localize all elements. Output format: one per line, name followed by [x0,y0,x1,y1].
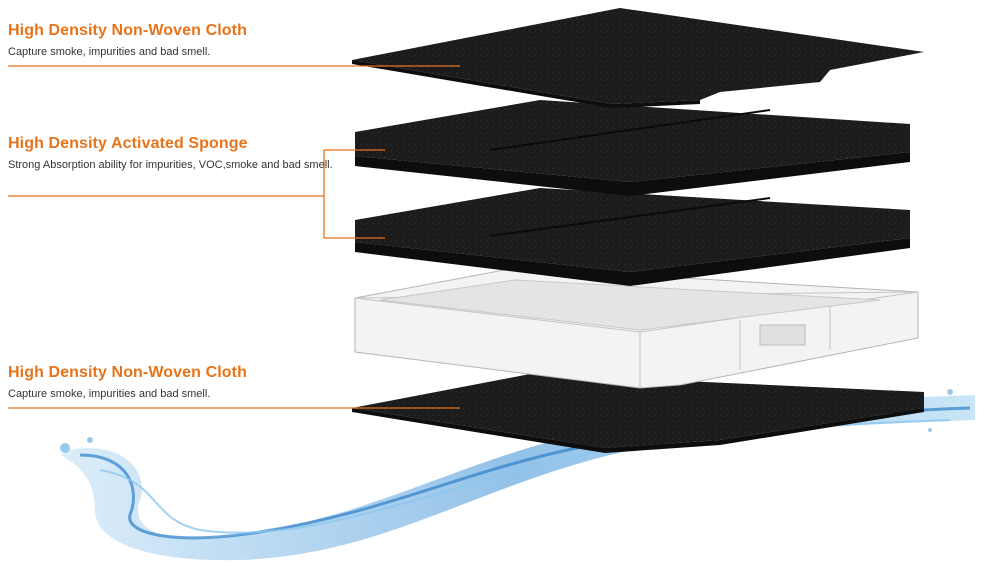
top-cloth-title: High Density Non-Woven Cloth [8,22,247,39]
sponge-description: Strong Absorption ability for impurities… [8,159,333,171]
top-cloth-layer [352,8,924,108]
bottom-cloth-description: Capture smoke, impurities and bad smell. [8,388,211,400]
top-cloth-description: Capture smoke, impurities and bad smell. [8,46,211,58]
leader-lines [8,65,460,409]
lower-sponge-layer [355,188,910,286]
plastic-frame [354,267,919,389]
upper-sponge-layer [355,100,910,196]
bottom-cloth-title: High Density Non-Woven Cloth [8,364,247,381]
sponge-title: High Density Activated Sponge [8,135,248,152]
leader-line-sponge [8,149,385,239]
label-sponge: High Density Activated Sponge Strong Abs… [8,134,338,173]
label-top-cloth: High Density Non-Woven Cloth Capture smo… [8,21,247,60]
bottom-cloth-layer [352,374,924,448]
label-bottom-cloth: High Density Non-Woven Cloth Capture smo… [8,363,247,402]
